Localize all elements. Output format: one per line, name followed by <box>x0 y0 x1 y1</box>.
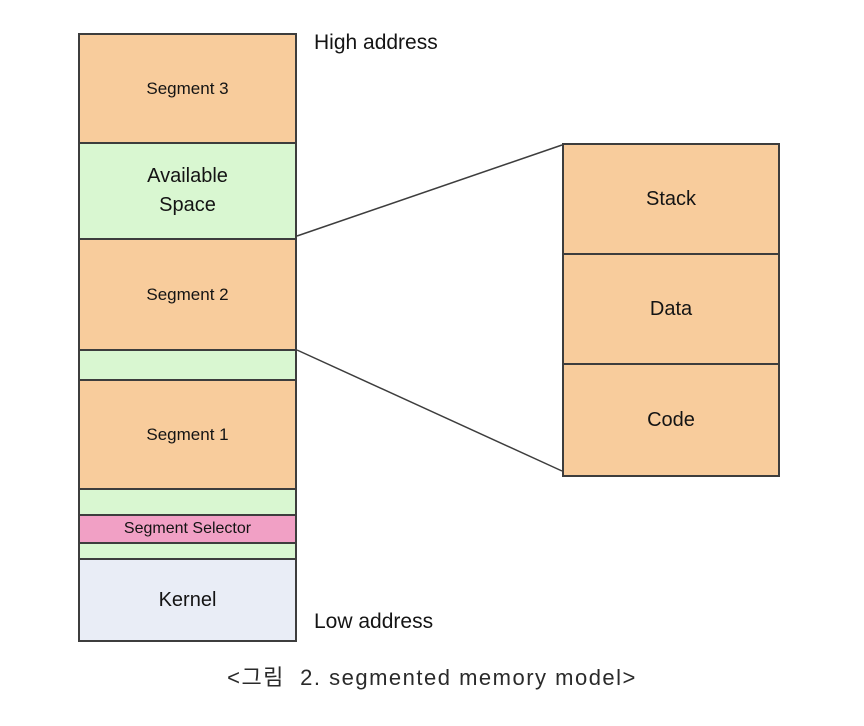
segment-2-label: Segment 2 <box>146 284 229 304</box>
low-address-label: Low address <box>314 610 434 633</box>
kernel-block: Kernel <box>80 560 295 640</box>
available-space-label: Available Space <box>147 165 228 216</box>
connector-line-top <box>296 144 563 237</box>
code-section-label: Code <box>647 408 695 431</box>
segment-3-label: Segment 3 <box>146 78 229 98</box>
segment-selector-label: Segment Selector <box>123 520 252 537</box>
segment-1-block: Segment 1 <box>80 381 295 490</box>
connector-line-bottom <box>296 349 563 472</box>
free-strip-lower-block <box>80 544 295 560</box>
figure-caption: <그림 2. segmented memory model> <box>227 665 637 690</box>
stack-section-label: Stack <box>645 187 697 210</box>
memory-stack: Segment 3 Available Space Segment 2 Segm… <box>78 33 297 642</box>
segment-3-block: Segment 3 <box>80 35 295 144</box>
segment-selector-block: Segment Selector <box>80 516 295 544</box>
data-section-label: Data <box>649 297 693 320</box>
stack-section-block: Stack <box>564 145 778 255</box>
free-strip-mid-block <box>80 490 295 516</box>
code-section-block: Code <box>564 365 778 475</box>
data-section-block: Data <box>564 255 778 365</box>
segment-2-block: Segment 2 <box>80 240 295 351</box>
free-strip-upper-block <box>80 351 295 381</box>
high-address-label: High address <box>314 31 438 54</box>
segment-detail-box: Stack Data Code <box>562 143 780 477</box>
available-space-block: Available Space <box>80 144 295 240</box>
segment-1-label: Segment 1 <box>146 424 229 444</box>
kernel-label: Kernel <box>158 588 217 611</box>
